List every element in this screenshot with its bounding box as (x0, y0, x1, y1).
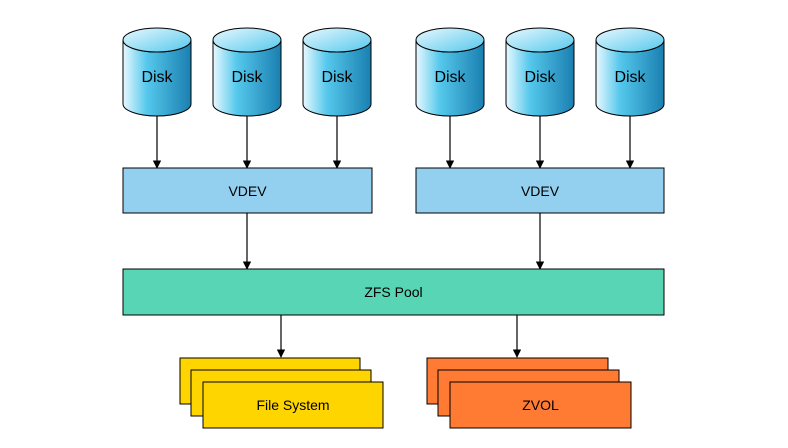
disk-icon: Disk (415, 27, 485, 117)
vdev-label: VDEV (228, 183, 267, 199)
zfs-pool-label: ZFS Pool (364, 284, 422, 300)
zvol-label: ZVOL (522, 397, 559, 413)
zvol-card-front (449, 381, 632, 429)
vdev-box-right: VDEV (415, 167, 665, 214)
vdev-label: VDEV (521, 183, 560, 199)
file-system-card-front (202, 381, 384, 429)
disk-label: Disk (231, 69, 263, 86)
file-system-label: File System (256, 397, 329, 413)
disk-group-right: Disk Disk Disk (415, 27, 665, 117)
disk-icon: Disk (302, 27, 372, 117)
zfs-pool-box: ZFS Pool (122, 268, 665, 316)
disk-group-left: Disk Disk Disk (122, 27, 372, 117)
vdev-to-pool-arrows (242, 213, 545, 270)
vdev-box-left: VDEV (122, 167, 373, 214)
pool-to-output-arrows (276, 315, 522, 358)
disk-icon: Disk (212, 27, 282, 117)
disk-icon: Disk (122, 27, 192, 117)
disk-label: Disk (614, 69, 646, 86)
disk-label: Disk (141, 69, 173, 86)
disk-to-vdev-arrows (152, 116, 635, 169)
disk-label: Disk (321, 69, 353, 86)
file-system-stack: File System (179, 357, 384, 429)
disk-icon: Disk (505, 27, 575, 117)
disk-icon: Disk (595, 27, 665, 117)
disk-label: Disk (524, 69, 556, 86)
disk-label: Disk (434, 69, 466, 86)
zvol-stack: ZVOL (426, 357, 632, 429)
